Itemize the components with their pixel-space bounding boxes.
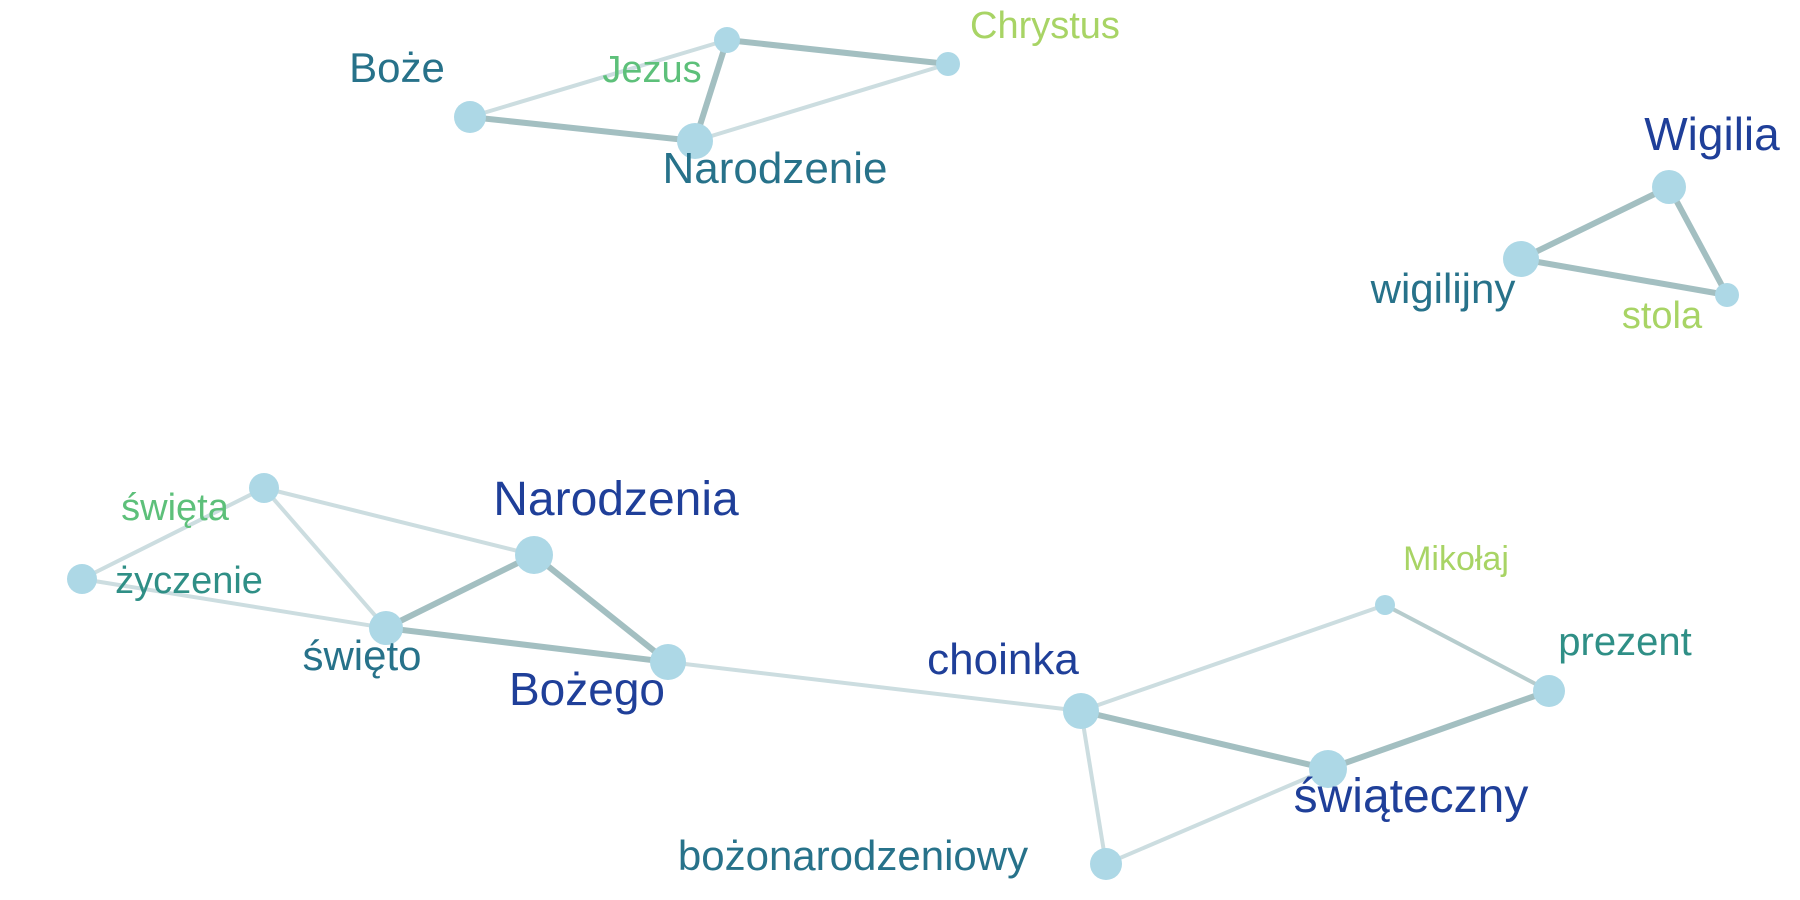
node-label-jezus: Jezus — [602, 49, 701, 91]
edge-boze-narodzenie — [467, 114, 698, 144]
edge-narodzenie-chrystus — [693, 62, 950, 143]
node-mikolaj — [1375, 595, 1395, 615]
node-boze — [454, 101, 486, 133]
edge-choinka-swiateczny — [1078, 708, 1331, 772]
node-stola — [1715, 283, 1739, 307]
node-label-choinka: choinka — [927, 635, 1079, 684]
edge-prezent-swiateczny — [1325, 688, 1552, 772]
node-prezent — [1533, 675, 1565, 707]
edge-swieto-bozego — [383, 625, 671, 665]
edge-zyczenie-swieto — [80, 577, 388, 630]
edge-boze-jezus — [468, 38, 729, 119]
edge-swieto-narodzenia — [383, 552, 537, 631]
edge-narodzenia-bozego — [531, 552, 671, 665]
edge-bozego-choinka — [666, 660, 1083, 713]
node-narodzenie — [677, 123, 713, 159]
node-chrystus — [936, 52, 960, 76]
node-label-prezent: prezent — [1558, 620, 1691, 664]
node-swiateczny — [1309, 750, 1347, 788]
node-label-chrystus: Chrystus — [970, 5, 1120, 47]
node-label-swieta: święta — [121, 487, 230, 529]
edge-choinka-mikolaj — [1079, 603, 1387, 713]
node-label-narodzenia: Narodzenia — [493, 473, 739, 526]
node-label-wigilijny: wigilijny — [1370, 265, 1516, 312]
node-label-bozonarodzeniowy: bożonarodzeniowy — [678, 832, 1028, 879]
edge-wigilijny-stola — [1518, 256, 1730, 298]
edge-jezus-chrystus — [724, 37, 951, 67]
edges-layer — [80, 37, 1730, 866]
edge-swieta-zyczenie — [80, 486, 266, 581]
node-wigilijny — [1503, 241, 1539, 277]
node-label-zyczenie: życzenie — [115, 560, 263, 602]
node-label-narodzenie: Narodzenie — [662, 144, 887, 193]
edge-choinka-bozonarodzeniowy — [1079, 709, 1108, 866]
node-jezus — [714, 27, 740, 53]
node-zyczenie — [67, 564, 97, 594]
node-label-swiateczny: świąteczny — [1294, 770, 1529, 823]
node-label-boze: Boże — [349, 44, 445, 91]
nodes-layer — [67, 27, 1739, 880]
node-label-swieto: święto — [302, 632, 421, 679]
node-swieta — [249, 473, 279, 503]
edge-mikolaj-prezent — [1383, 603, 1551, 693]
node-label-bozego: Bożego — [509, 663, 665, 715]
node-narodzenia — [515, 536, 553, 574]
node-bozego — [650, 644, 686, 680]
node-swieto — [369, 611, 403, 645]
edge-swieta-narodzenia — [262, 486, 536, 557]
edge-swieta-swieto — [262, 486, 388, 630]
node-choinka — [1063, 693, 1099, 729]
edge-wigilia-stola — [1666, 184, 1730, 298]
node-bozonarodzeniowy — [1090, 848, 1122, 880]
node-label-wigilia: Wigilia — [1644, 108, 1780, 160]
node-label-stola: stola — [1622, 295, 1703, 337]
edge-swiateczny-bozonarodzeniowy — [1104, 767, 1330, 866]
node-wigilia — [1652, 170, 1686, 204]
edge-wigilia-wigilijny — [1518, 184, 1672, 262]
node-label-mikolaj: Mikołaj — [1403, 540, 1509, 578]
